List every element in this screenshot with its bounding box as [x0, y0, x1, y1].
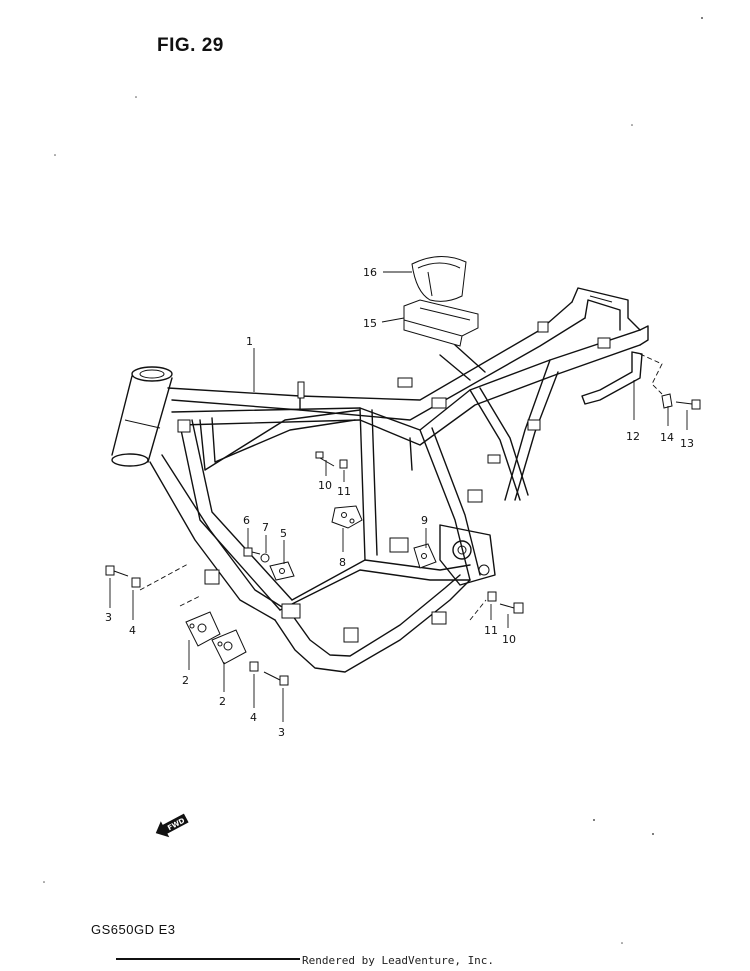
callout-3a: 3	[105, 611, 112, 624]
callout-labels: 1 2 2 3 3 4 4 5 6 7 8 9 10 10 11 11 12 1…	[105, 266, 694, 739]
battery-tray-part-15	[403, 299, 479, 347]
callout-7: 7	[262, 521, 269, 534]
rear-bracket-part-12	[581, 351, 643, 405]
callout-4a: 4	[129, 624, 136, 637]
washer-part-14	[661, 393, 673, 409]
callout-2a: 2	[182, 674, 189, 687]
callout-10a: 10	[318, 479, 332, 492]
bolt-part-3-left	[105, 565, 129, 577]
bolt-part-10-upper	[315, 451, 335, 467]
bolt-part-13	[675, 399, 701, 410]
callout-4b: 4	[250, 711, 257, 724]
callout-6: 6	[243, 514, 250, 527]
washer-part-7	[260, 553, 270, 563]
engine-mount-plate-part-2a	[185, 611, 221, 647]
nut-part-4-lower	[249, 661, 259, 672]
swingarm-pivot-plate	[439, 524, 496, 586]
nut-part-4-left	[131, 577, 141, 588]
bolt-part-3-lower	[263, 671, 289, 686]
callout-5: 5	[280, 527, 287, 540]
bracket-part-5	[269, 561, 295, 581]
callout-12: 12	[626, 430, 640, 443]
steering-head	[111, 366, 173, 467]
battery-cover-part-16	[411, 256, 467, 302]
fwd-label: FWD	[166, 817, 186, 833]
callout-1: 1	[246, 335, 253, 348]
callout-11a: 11	[337, 485, 351, 498]
fwd-arrow-icon: FWD	[155, 813, 189, 838]
engine-mount-plate-part-2b	[211, 629, 247, 665]
rendered-by-credit: Rendered by LeadVenture, Inc.	[300, 954, 497, 967]
callout-15: 15	[363, 317, 377, 330]
nut-part-11-lower	[487, 591, 497, 602]
callout-16: 16	[363, 266, 377, 279]
footer-rule	[116, 958, 450, 960]
callout-10b: 10	[502, 633, 516, 646]
motorcycle-frame	[111, 287, 649, 673]
bolt-part-10-lower	[499, 602, 524, 614]
engine-bracket-part-8	[331, 505, 363, 529]
callout-9: 9	[421, 514, 428, 527]
bolt-part-6	[243, 547, 261, 557]
callout-3b: 3	[278, 726, 285, 739]
model-code: GS650GD E3	[91, 922, 176, 937]
callout-2b: 2	[219, 695, 226, 708]
callout-8: 8	[339, 556, 346, 569]
figure-title: FIG. 29	[157, 35, 224, 56]
scan-specks	[43, 17, 703, 944]
callout-11b: 11	[484, 624, 498, 637]
callout-13: 13	[680, 437, 694, 450]
leader-lines	[109, 271, 688, 722]
nut-part-11-upper	[339, 459, 348, 469]
engine-bracket-part-9	[413, 543, 437, 569]
callout-14: 14	[660, 431, 674, 444]
